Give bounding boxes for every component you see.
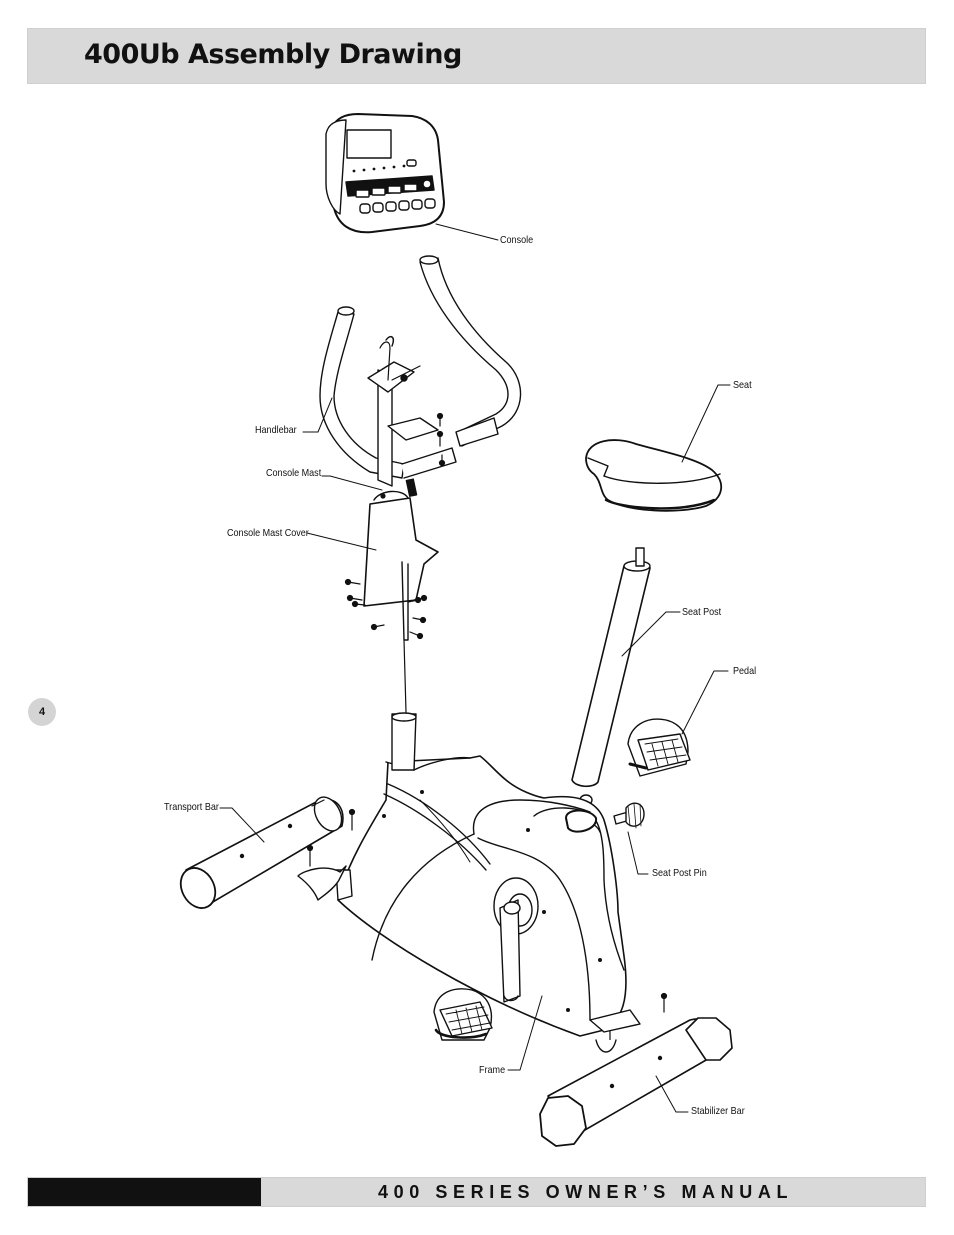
page-footer: 400 SERIES OWNER’S MANUAL xyxy=(27,1177,926,1207)
label-stabilizer-bar: Stabilizer Bar xyxy=(691,1105,745,1117)
footer-black-bar xyxy=(28,1178,261,1206)
label-seat-post: Seat Post xyxy=(682,606,722,618)
hardware-bolts xyxy=(306,412,668,1041)
label-console-mast-cover: Console Mast Cover xyxy=(227,527,309,539)
console-mast-cover-part xyxy=(363,490,439,713)
label-pedal: Pedal xyxy=(733,665,757,677)
page-title: 400Ub Assembly Drawing xyxy=(84,39,462,70)
label-transport-bar: Transport Bar xyxy=(164,801,219,813)
page-number-badge: 4 xyxy=(28,698,56,726)
pedal-right-part xyxy=(627,718,691,777)
handlebar-part xyxy=(319,255,522,497)
label-console-mast: Console Mast xyxy=(266,467,322,479)
frame-part xyxy=(335,712,641,1053)
label-seat-post-pin: Seat Post Pin xyxy=(652,867,707,879)
page-header: 400Ub Assembly Drawing xyxy=(27,28,926,84)
transport-bar-part xyxy=(179,796,347,909)
seat-post-part xyxy=(571,547,651,788)
console-mast-part xyxy=(367,335,439,487)
label-frame: Frame xyxy=(479,1064,506,1076)
footer-manual-title: 400 SERIES OWNER’S MANUAL xyxy=(378,1182,794,1202)
pedal-left-part xyxy=(433,988,493,1041)
leader-lines xyxy=(219,223,731,1113)
console-part xyxy=(325,113,445,234)
label-console: Console xyxy=(500,234,534,246)
seat-part xyxy=(585,439,722,512)
label-handlebar: Handlebar xyxy=(255,424,297,436)
stabilizer-bar-part xyxy=(539,1017,733,1147)
label-seat: Seat xyxy=(733,379,752,391)
